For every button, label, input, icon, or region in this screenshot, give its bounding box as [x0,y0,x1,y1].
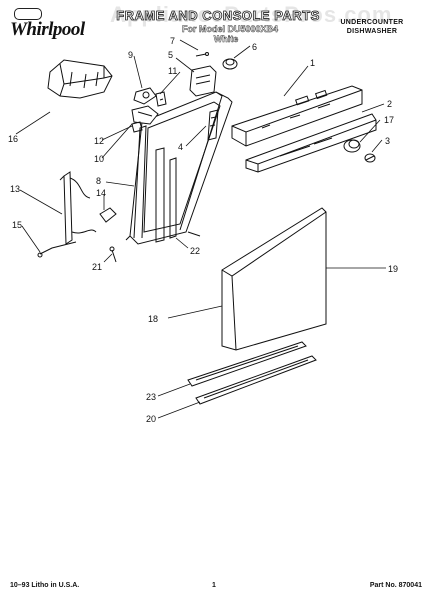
callout-21: 21 [92,262,102,272]
product-line-1: UNDERCOUNTER [340,19,404,26]
model-color: White [213,34,239,45]
callout-labels: 1 2 3 4 5 6 7 8 9 10 11 12 13 14 15 16 1… [8,36,398,424]
part-22-drawing [155,147,177,243]
callout-14: 14 [96,188,106,198]
part-4-drawing [207,109,219,141]
part-23-drawing [187,341,307,387]
callout-5: 5 [168,50,173,60]
callout-15: 15 [12,220,22,230]
callout-11: 11 [168,66,177,76]
part-3-drawing [364,153,376,163]
callout-6: 6 [252,42,257,52]
callout-9: 9 [128,50,133,60]
watermark: AppliancePartsPros.com [110,2,393,27]
callout-18: 18 [148,314,158,324]
product-line-2: DISHWASHER [346,28,398,35]
part-2-drawing [245,113,377,173]
callout-17: 17 [384,115,394,125]
part-number: Part No. 870041 [369,582,422,589]
callout-7: 7 [170,36,175,46]
part-9-drawing [133,87,157,105]
part-16-drawing [47,59,113,99]
brand-name: Whirlpool [10,19,85,40]
part-7-drawing [195,52,209,57]
part-10-drawing [131,105,159,125]
part-12-drawing [131,121,143,133]
callout-23: 23 [146,392,156,402]
part-20-drawing [195,355,317,405]
logo-badge [14,8,42,20]
part-19-drawing [221,207,327,351]
part-6-drawing [222,58,238,70]
part-15-drawing [37,241,77,258]
part-17-drawing [343,139,361,153]
callout-8: 8 [96,176,101,186]
part-5-drawing [189,65,217,97]
product-type: UNDERCOUNTER DISHWASHER [322,18,422,36]
callout-19: 19 [388,264,398,274]
print-info: 10–93 Litho in U.S.A. [10,582,80,589]
callout-1: 1 [310,58,315,68]
callout-22: 22 [190,246,200,256]
callout-2: 2 [387,99,392,109]
part-21-drawing [109,246,117,263]
whirlpool-logo: Whirlpool [8,6,100,44]
callout-12: 12 [94,136,104,146]
part-11-drawing [155,91,167,107]
part-14-drawing [99,207,117,223]
part-1-drawing [231,85,363,147]
callout-4: 4 [178,142,183,152]
callout-10: 10 [94,154,104,164]
callout-13: 13 [10,184,20,194]
page-number: 1 [212,582,216,589]
leader-lines [15,39,386,419]
part-13-drawing [59,171,97,245]
callout-20: 20 [146,414,156,424]
callout-3: 3 [385,136,390,146]
page-title: FRAME AND CONSOLE PARTS [116,8,320,24]
callout-16: 16 [8,134,18,144]
model-number: For Model DU5000XB4 [181,24,279,35]
